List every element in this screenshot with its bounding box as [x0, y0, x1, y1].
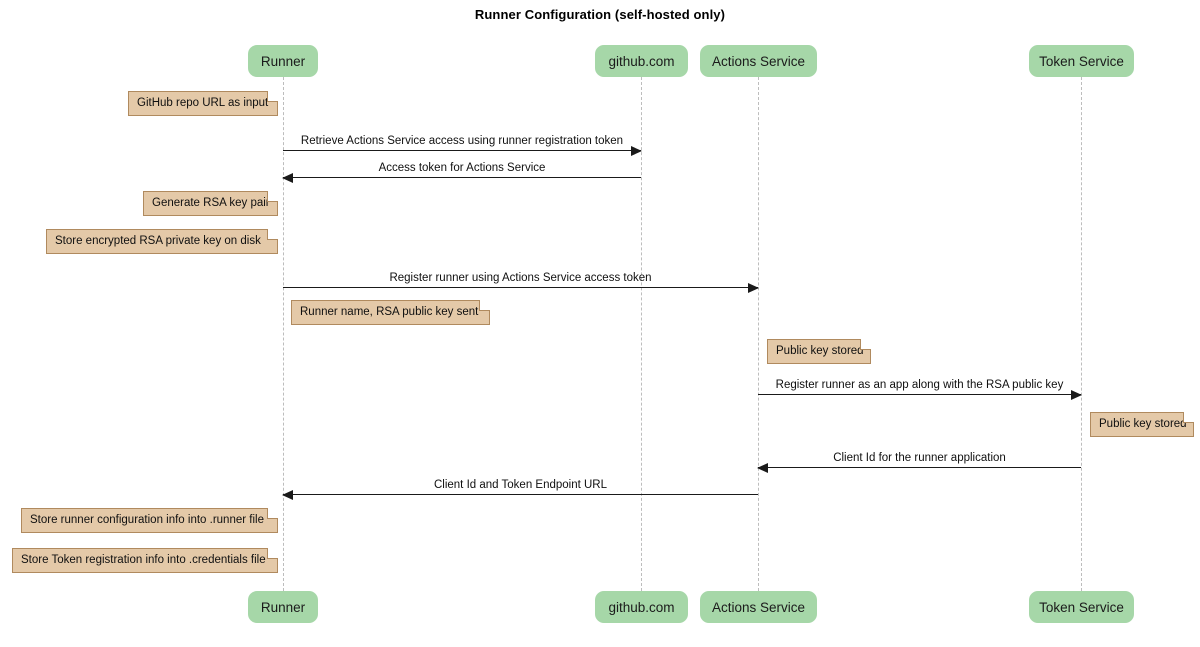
page-title: Runner Configuration (self-hosted only) [474, 7, 726, 22]
note-fold-corner-icon [267, 508, 278, 519]
arrowhead-right-icon [631, 146, 642, 156]
arrowhead-right-icon [748, 283, 759, 293]
participant-github-bottom[interactable]: github.com [595, 591, 688, 623]
participant-label: Actions Service [711, 53, 806, 69]
arrowhead-left-icon [282, 490, 293, 500]
arrowhead-right-icon [1071, 390, 1082, 400]
participant-label: Actions Service [711, 599, 806, 615]
participant-runner-bottom[interactable]: Runner [248, 591, 318, 623]
note-text: Runner name, RSA public key sent [300, 305, 479, 318]
note-text: Generate RSA key pair [152, 196, 270, 209]
note-text: Store runner configuration info into .ru… [30, 513, 264, 526]
participant-runner-top[interactable]: Runner [248, 45, 318, 77]
message-label: Access token for Actions Service [378, 161, 546, 174]
arrowhead-left-icon [757, 463, 768, 473]
note-note-4: Runner name, RSA public key sent [291, 300, 490, 325]
lifeline-token [1081, 77, 1082, 591]
message-msg-4: Register runner as an app along with the… [758, 379, 1082, 400]
participant-label: github.com [608, 599, 675, 615]
message-label: Retrieve Actions Service access using ru… [300, 134, 624, 147]
note-fold-corner-icon [267, 91, 278, 102]
note-note-5: Public key stored [767, 339, 871, 364]
participant-actions-top[interactable]: Actions Service [700, 45, 817, 77]
note-text: Public key stored [1099, 417, 1187, 430]
note-fold-corner-icon [1183, 412, 1194, 423]
lifeline-github [641, 77, 642, 591]
note-fold-corner-icon [267, 191, 278, 202]
lifeline-runner [283, 77, 284, 591]
note-fold-corner-icon [267, 229, 278, 240]
note-note-2: Generate RSA key pair [143, 191, 278, 216]
note-text: Store Token registration info into .cred… [21, 553, 266, 566]
note-note-8: Store Token registration info into .cred… [12, 548, 278, 573]
message-label: Register runner using Actions Service ac… [389, 271, 652, 284]
message-msg-3: Register runner using Actions Service ac… [283, 272, 759, 293]
participant-label: Token Service [1039, 599, 1124, 615]
lifeline-actions [758, 77, 759, 591]
participant-label: Token Service [1039, 53, 1124, 69]
note-fold-corner-icon [267, 548, 278, 559]
participant-label: Runner [260, 599, 306, 615]
message-msg-2: Access token for Actions Service [282, 162, 641, 183]
note-text: GitHub repo URL as input [137, 96, 269, 109]
note-note-7: Store runner configuration info into .ru… [21, 508, 278, 533]
message-msg-6: Client Id and Token Endpoint URL [282, 479, 758, 500]
participant-actions-bottom[interactable]: Actions Service [700, 591, 817, 623]
participant-token-top[interactable]: Token Service [1029, 45, 1134, 77]
message-label: Client Id and Token Endpoint URL [433, 478, 608, 491]
participant-label: Runner [260, 53, 306, 69]
message-label: Client Id for the runner application [833, 451, 1006, 464]
note-fold-corner-icon [860, 339, 871, 350]
note-note-1: GitHub repo URL as input [128, 91, 278, 116]
arrowhead-left-icon [282, 173, 293, 183]
note-note-6: Public key stored [1090, 412, 1194, 437]
message-msg-5: Client Id for the runner application [757, 452, 1081, 473]
participant-github-top[interactable]: github.com [595, 45, 688, 77]
note-fold-corner-icon [479, 300, 490, 311]
participant-token-bottom[interactable]: Token Service [1029, 591, 1134, 623]
message-msg-1: Retrieve Actions Service access using ru… [283, 135, 642, 156]
note-note-3: Store encrypted RSA private key on disk [46, 229, 278, 254]
participant-label: github.com [608, 53, 675, 69]
message-label: Register runner as an app along with the… [775, 378, 1064, 391]
note-text: Public key stored [776, 344, 864, 357]
note-text: Store encrypted RSA private key on disk [55, 234, 261, 247]
